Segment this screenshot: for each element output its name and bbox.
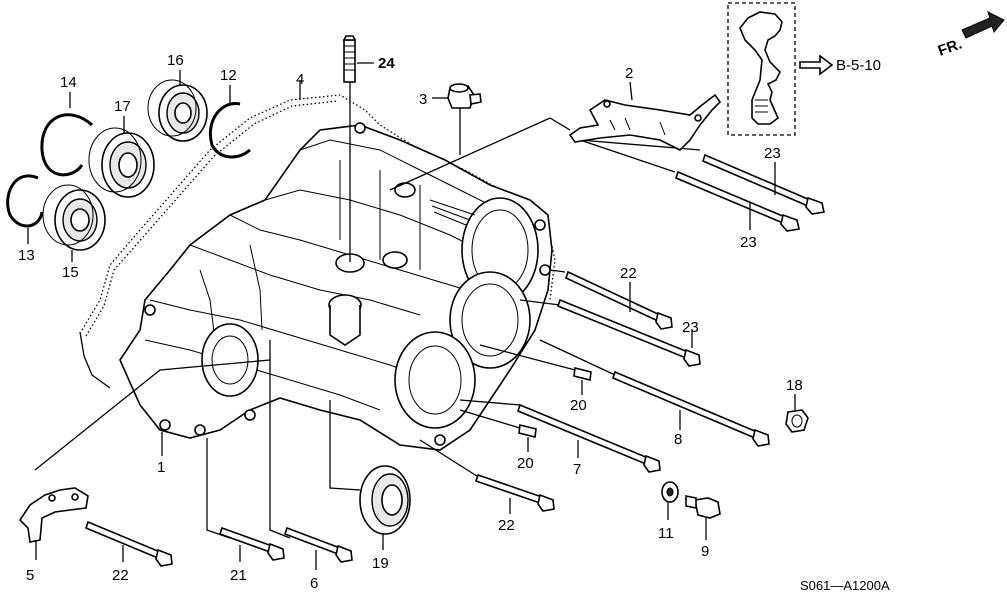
bolt-part-22-lower xyxy=(474,473,555,514)
bolt-part-22-left xyxy=(85,520,173,567)
bolt-part-21 xyxy=(218,526,285,562)
callout-2: 2 xyxy=(625,65,633,82)
bolt-part-22-upper xyxy=(565,270,673,330)
callout-16: 16 xyxy=(167,52,184,69)
snap-ring-part-14 xyxy=(40,92,94,177)
callout-14: 14 xyxy=(60,74,77,91)
transmission-housing xyxy=(79,94,556,451)
callout-23-top: 23 xyxy=(764,145,781,162)
callout-19: 19 xyxy=(372,555,389,572)
dowel-pin-part-20-upper xyxy=(573,367,592,395)
callout-23-lower: 23 xyxy=(682,319,699,336)
bolt-part-8 xyxy=(612,370,770,447)
bearing-part-16 xyxy=(147,70,208,142)
callout-20-upper: 20 xyxy=(570,397,587,414)
callout-12: 12 xyxy=(220,67,237,84)
callout-13: 13 xyxy=(18,247,35,264)
front-label: FR. xyxy=(936,36,965,60)
reference-box xyxy=(727,2,834,136)
leader-lines xyxy=(34,80,701,539)
bracket-part-5 xyxy=(18,487,89,560)
callout-18: 18 xyxy=(786,377,803,394)
bracket-part-2 xyxy=(568,81,722,151)
callout-7: 7 xyxy=(573,461,581,478)
callout-5: 5 xyxy=(26,567,34,584)
bolt-part-6 xyxy=(283,526,353,570)
callout-22-upper: 22 xyxy=(620,265,637,282)
callout-8: 8 xyxy=(674,431,682,448)
callout-17: 17 xyxy=(114,98,131,115)
callout-6: 6 xyxy=(310,575,318,592)
callout-4: 4 xyxy=(296,71,304,88)
callout-1: 1 xyxy=(157,459,165,476)
stud-bolt-part-24 xyxy=(342,35,374,83)
callout-9: 9 xyxy=(701,543,709,560)
dowel-pin-part-20-lower xyxy=(518,424,537,452)
callout-3: 3 xyxy=(419,91,427,108)
callout-20-lower: 20 xyxy=(517,455,534,472)
callout-23-mid: 23 xyxy=(740,234,757,251)
bolt-part-23-lower xyxy=(557,298,701,367)
diagram-code: S061—A1200A xyxy=(800,578,890,593)
snap-ring-part-12 xyxy=(209,85,251,159)
snap-ring-part-13 xyxy=(6,174,44,244)
callout-15: 15 xyxy=(62,264,79,281)
washer-part-11 xyxy=(661,481,679,520)
bolt-part-7 xyxy=(517,403,661,473)
bearing-part-15 xyxy=(42,184,106,262)
callout-24: 24 xyxy=(378,55,395,72)
callout-21: 21 xyxy=(230,567,247,584)
callout-22-left: 22 xyxy=(112,567,129,584)
callout-22-lower: 22 xyxy=(498,517,515,534)
nut-part-18 xyxy=(785,394,809,433)
sensor-part-3 xyxy=(432,83,482,109)
reference-label: B-5-10 xyxy=(836,57,881,74)
oil-seal-part-19 xyxy=(359,465,411,550)
callout-11: 11 xyxy=(658,525,674,542)
bolt-part-23-mid xyxy=(675,170,800,232)
plug-bolt-part-9 xyxy=(685,495,721,540)
bolt-part-23-top xyxy=(702,153,825,215)
front-arrow-icon xyxy=(961,11,1005,39)
bearing-part-17 xyxy=(88,116,155,198)
